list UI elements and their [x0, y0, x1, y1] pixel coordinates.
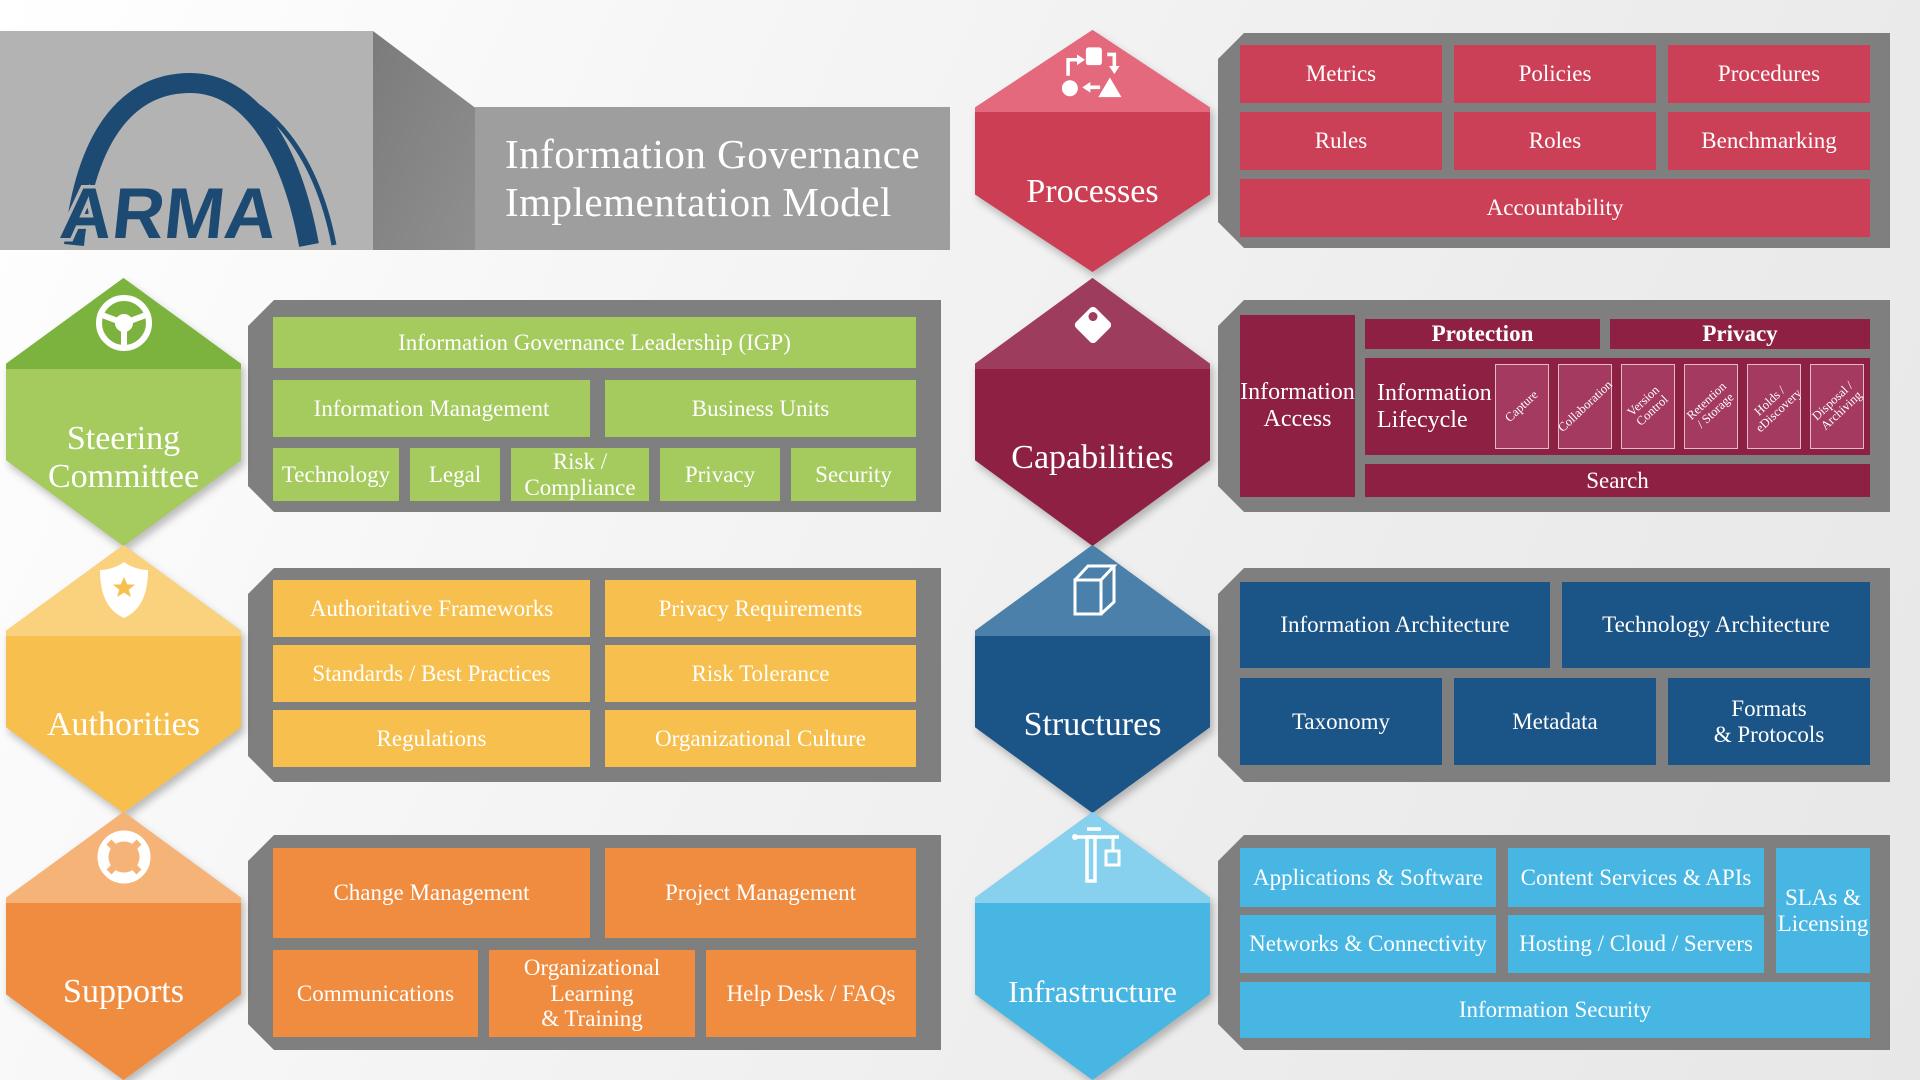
tile-information-security: Information Security [1240, 982, 1870, 1038]
subtile-disposal-archiving: Disposal / Archiving [1810, 364, 1864, 449]
tile-benchmarking: Benchmarking [1668, 112, 1870, 170]
tile-information-management: Information Management [273, 380, 590, 437]
processes-label: Processes [1026, 173, 1159, 211]
authorities-hexagon: Authorities [6, 545, 241, 813]
logo-3d-fold [373, 31, 475, 250]
tile-business-units: Business Units [605, 380, 916, 437]
tile-metadata: Metadata [1454, 678, 1656, 765]
information-lifecycle-label: Information Lifecycle [1377, 379, 1492, 433]
workflow-icon [1061, 47, 1121, 98]
tile-networks-connectivity: Networks & Connectivity [1240, 915, 1496, 973]
tile-information-access: Information Access [1240, 315, 1355, 497]
subtile-retention-storage: Retention / Storage [1684, 364, 1738, 449]
supports-label: Supports [63, 972, 184, 1010]
crane-icon [1071, 827, 1120, 884]
shield-star-icon [99, 562, 148, 619]
processes-hexagon: Processes [975, 30, 1210, 272]
page-title-line1: Information Governance [505, 130, 921, 177]
arma-logo-text: ARMA [57, 174, 281, 250]
title-bar: Information Governance Implementation Mo… [475, 107, 950, 250]
tile-hosting-cloud-servers: Hosting / Cloud / Servers [1508, 915, 1764, 973]
tile-protection: Protection [1365, 319, 1600, 349]
authorities-panel: Authoritative Frameworks Privacy Require… [248, 568, 941, 782]
subtile-collaboration: Collaboration [1558, 364, 1612, 449]
cube-icon [1073, 564, 1117, 616]
infrastructure-label: Infrastructure [1008, 973, 1177, 1009]
tile-privacy-requirements: Privacy Requirements [605, 580, 916, 637]
tile-formats-protocols: Formats & Protocols [1668, 678, 1870, 765]
infrastructure-hexagon: Infrastructure [975, 812, 1210, 1080]
page-title-line2: Implementation Model [505, 178, 892, 225]
steering-panel: Information Governance Leadership (IGP) … [248, 300, 941, 512]
steering-label: Steering Committee [47, 420, 200, 495]
tile-roles: Roles [1454, 112, 1656, 170]
tile-metrics: Metrics [1240, 45, 1442, 103]
arma-logo: ARMA [53, 72, 337, 257]
tile-policies: Policies [1454, 45, 1656, 103]
tile-standards-best-practices: Standards / Best Practices [273, 645, 590, 702]
tile-slas-licensing: SLAs & Licensing [1776, 848, 1870, 973]
structures-panel: Information Architecture Technology Arch… [1218, 568, 1890, 782]
tile-organizational-culture: Organizational Culture [605, 710, 916, 767]
capabilities-label: Capabilities [1011, 438, 1174, 476]
tile-information-architecture: Information Architecture [1240, 582, 1550, 668]
tile-risk-tolerance: Risk Tolerance [605, 645, 916, 702]
supports-panel: Change Management Project Management Com… [248, 835, 941, 1050]
tile-change-management: Change Management [273, 848, 590, 938]
tile-legal: Legal [410, 448, 500, 501]
subtile-version-control: Version Control [1621, 364, 1675, 449]
tile-communications: Communications [273, 950, 478, 1037]
tile-procedures: Procedures [1668, 45, 1870, 103]
tile-accountability: Accountability [1240, 179, 1870, 237]
tile-risk-compliance: Risk / Compliance [511, 448, 649, 501]
steering-hexagon: Steering Committee [6, 278, 241, 546]
tile-privacy-steering: Privacy [660, 448, 780, 501]
tile-security: Security [791, 448, 916, 501]
capabilities-panel: Information Access Protection Privacy In… [1218, 300, 1890, 512]
structures-label: Structures [1023, 705, 1162, 743]
tile-organizational-learning: Organizational Learning & Training [489, 950, 695, 1037]
tile-rules: Rules [1240, 112, 1442, 170]
subtile-capture: Capture [1495, 364, 1549, 449]
tile-taxonomy: Taxonomy [1240, 678, 1442, 765]
tile-content-services: Content Services & APIs [1508, 848, 1764, 907]
tile-technology-architecture: Technology Architecture [1562, 582, 1870, 668]
tile-search: Search [1365, 464, 1870, 497]
capabilities-hexagon: Capabilities [975, 278, 1210, 546]
tile-authoritative-frameworks: Authoritative Frameworks [273, 580, 590, 637]
arma-logo-box: ARMA [0, 31, 373, 257]
tile-applications-software: Applications & Software [1240, 848, 1496, 907]
tile-regulations: Regulations [273, 710, 590, 767]
processes-panel: Metrics Policies Procedures Rules Roles … [1218, 33, 1890, 248]
subtile-holds-ediscovery: Holds / eDiscovery [1747, 364, 1801, 449]
tile-information-lifecycle: Information Lifecycle Capture Collaborat… [1365, 358, 1870, 455]
life-ring-icon [97, 830, 150, 884]
tile-technology: Technology [273, 448, 399, 501]
tile-project-management: Project Management [605, 848, 916, 938]
tag-icon [1074, 307, 1111, 344]
tile-help-desk: Help Desk / FAQs [706, 950, 916, 1037]
tile-privacy-capability: Privacy [1610, 319, 1870, 349]
steering-wheel-icon [95, 295, 152, 352]
tile-igp: Information Governance Leadership (IGP) [273, 317, 916, 368]
authorities-label: Authorities [47, 705, 200, 743]
infrastructure-panel: Applications & Software Content Services… [1218, 835, 1890, 1050]
supports-hexagon: Supports [6, 812, 241, 1080]
structures-hexagon: Structures [975, 545, 1210, 813]
